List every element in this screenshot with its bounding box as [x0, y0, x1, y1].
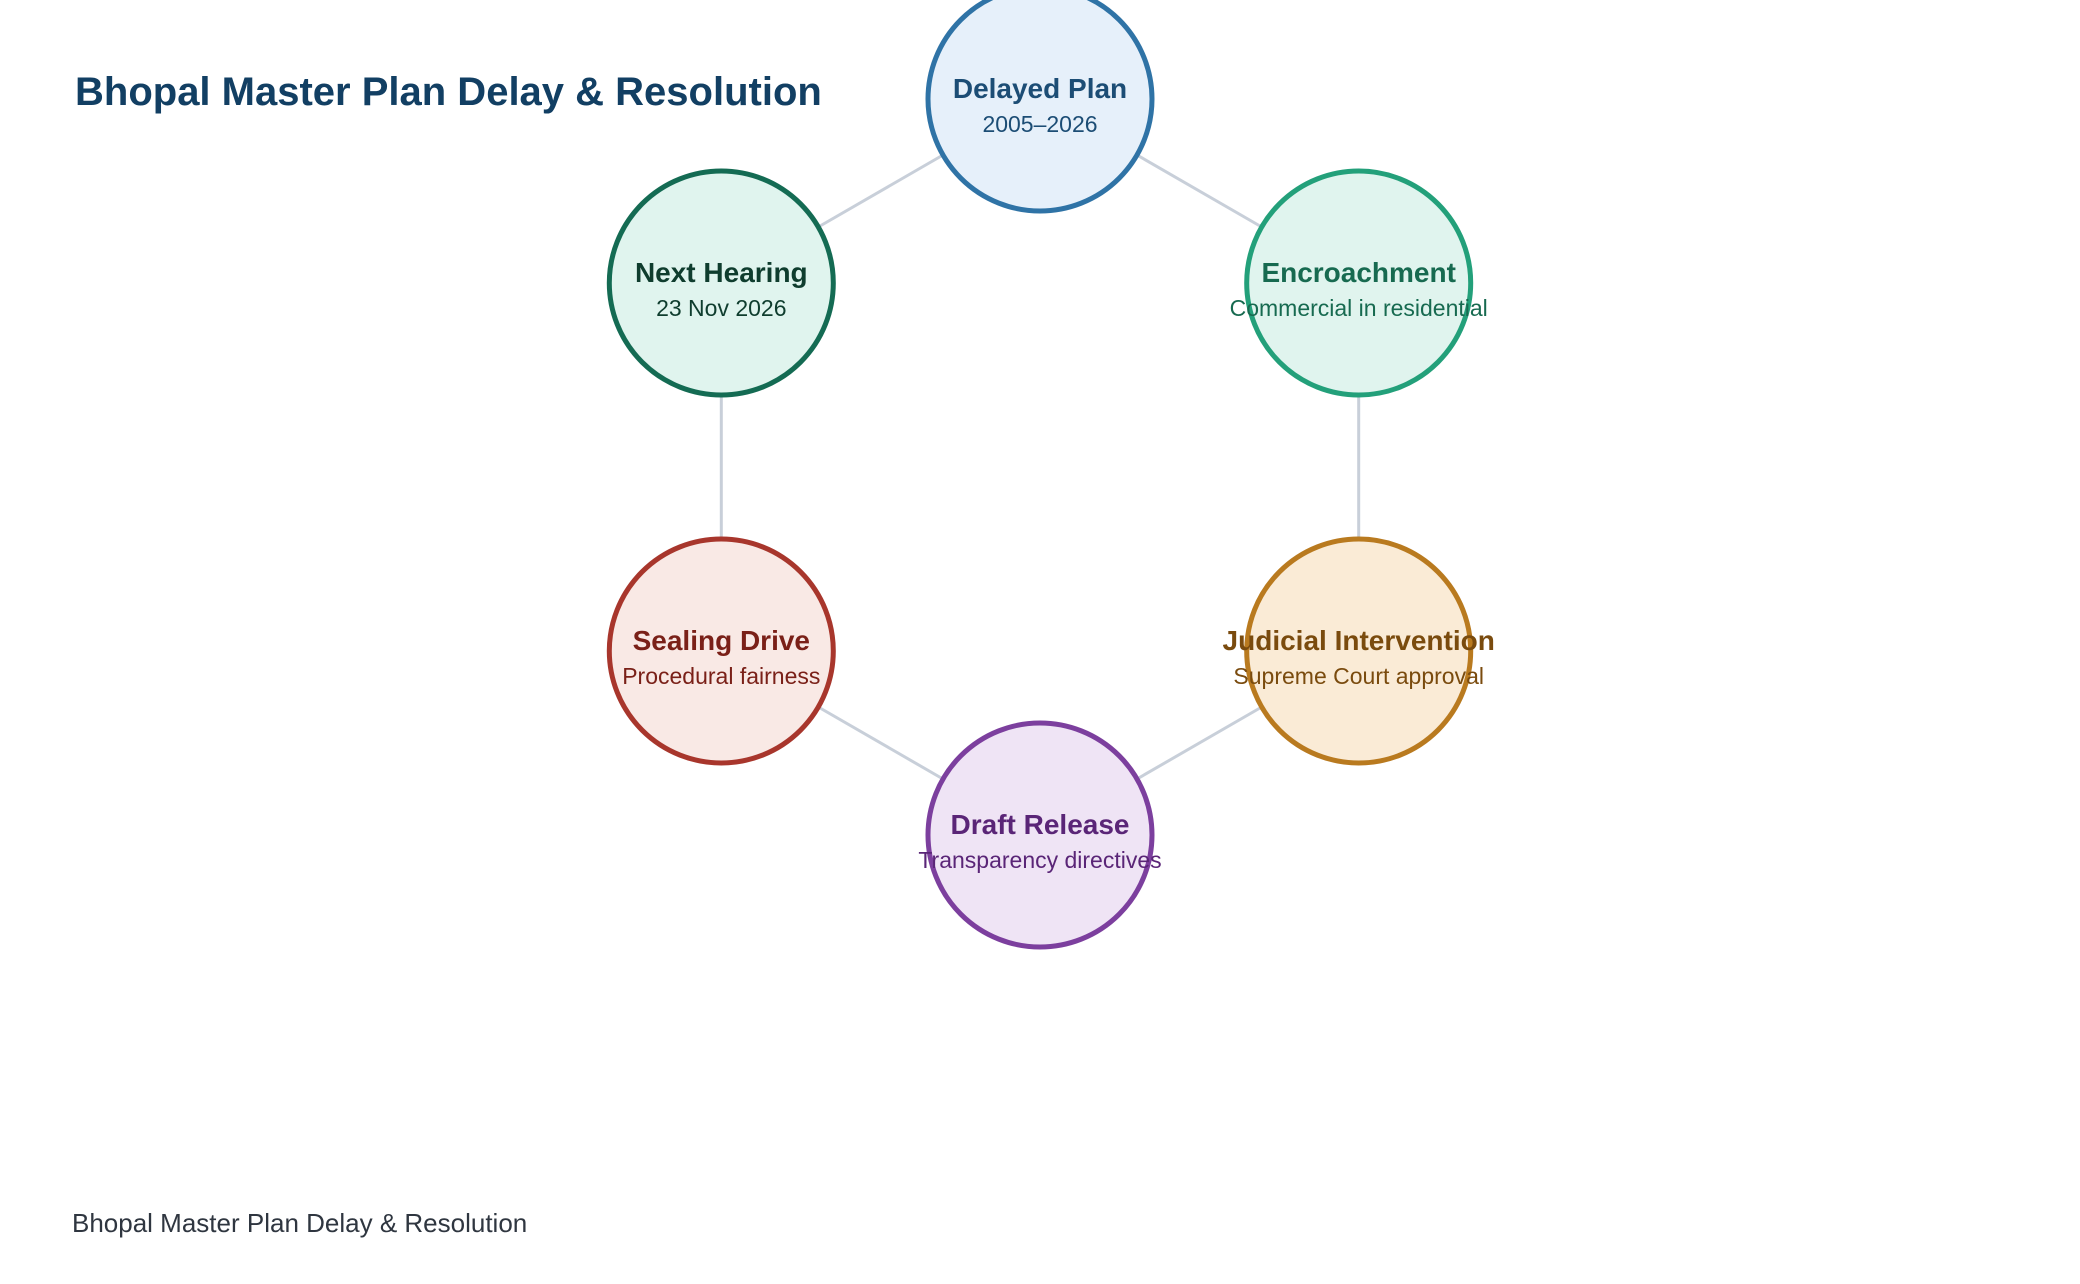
node-circle-draft-release [925, 720, 1155, 950]
connector-judicial-intervention-to-draft-release [1136, 705, 1263, 781]
node-circle-encroachment [1244, 168, 1474, 398]
node-circle-judicial-intervention [1244, 536, 1474, 766]
node-subtitle-draft-release: Transparency directives [918, 847, 1161, 873]
footer-caption: Bhopal Master Plan Delay & Resolution [72, 1208, 528, 1238]
node-next-hearing: Next Hearing 23 Nov 2026 [606, 168, 836, 398]
node-label-delayed-plan: Delayed Plan [953, 73, 1127, 104]
node-circle-delayed-plan [925, 0, 1155, 214]
connector-delayed-plan-to-encroachment [1136, 153, 1263, 229]
node-label-encroachment: Encroachment [1261, 257, 1456, 288]
node-label-next-hearing: Next Hearing [635, 257, 808, 288]
node-label-draft-release: Draft Release [951, 809, 1130, 840]
node-circle-sealing-drive [606, 536, 836, 766]
node-subtitle-encroachment: Commercial in residential [1230, 295, 1488, 321]
page-title: Bhopal Master Plan Delay & Resolution [75, 70, 822, 114]
node-delayed-plan: Delayed Plan 2005–2026 [925, 0, 1155, 214]
node-label-sealing-drive: Sealing Drive [633, 625, 810, 656]
connector-next-hearing-to-delayed-plan [817, 153, 944, 229]
cycle-nodes: Delayed Plan 2005–2026EncroachmentCommerc… [606, 0, 1495, 950]
node-subtitle-next-hearing: 23 Nov 2026 [656, 295, 786, 321]
connector-lines [719, 153, 1361, 781]
node-subtitle-judicial-intervention: Supreme Court approval [1233, 663, 1484, 689]
node-label-judicial-intervention: Judicial Intervention [1223, 625, 1495, 656]
node-circle-next-hearing [606, 168, 836, 398]
node-subtitle-delayed-plan: 2005–2026 [982, 111, 1097, 137]
connector-draft-release-to-sealing-drive [817, 705, 944, 781]
node-subtitle-sealing-drive: Procedural fairness [622, 663, 820, 689]
